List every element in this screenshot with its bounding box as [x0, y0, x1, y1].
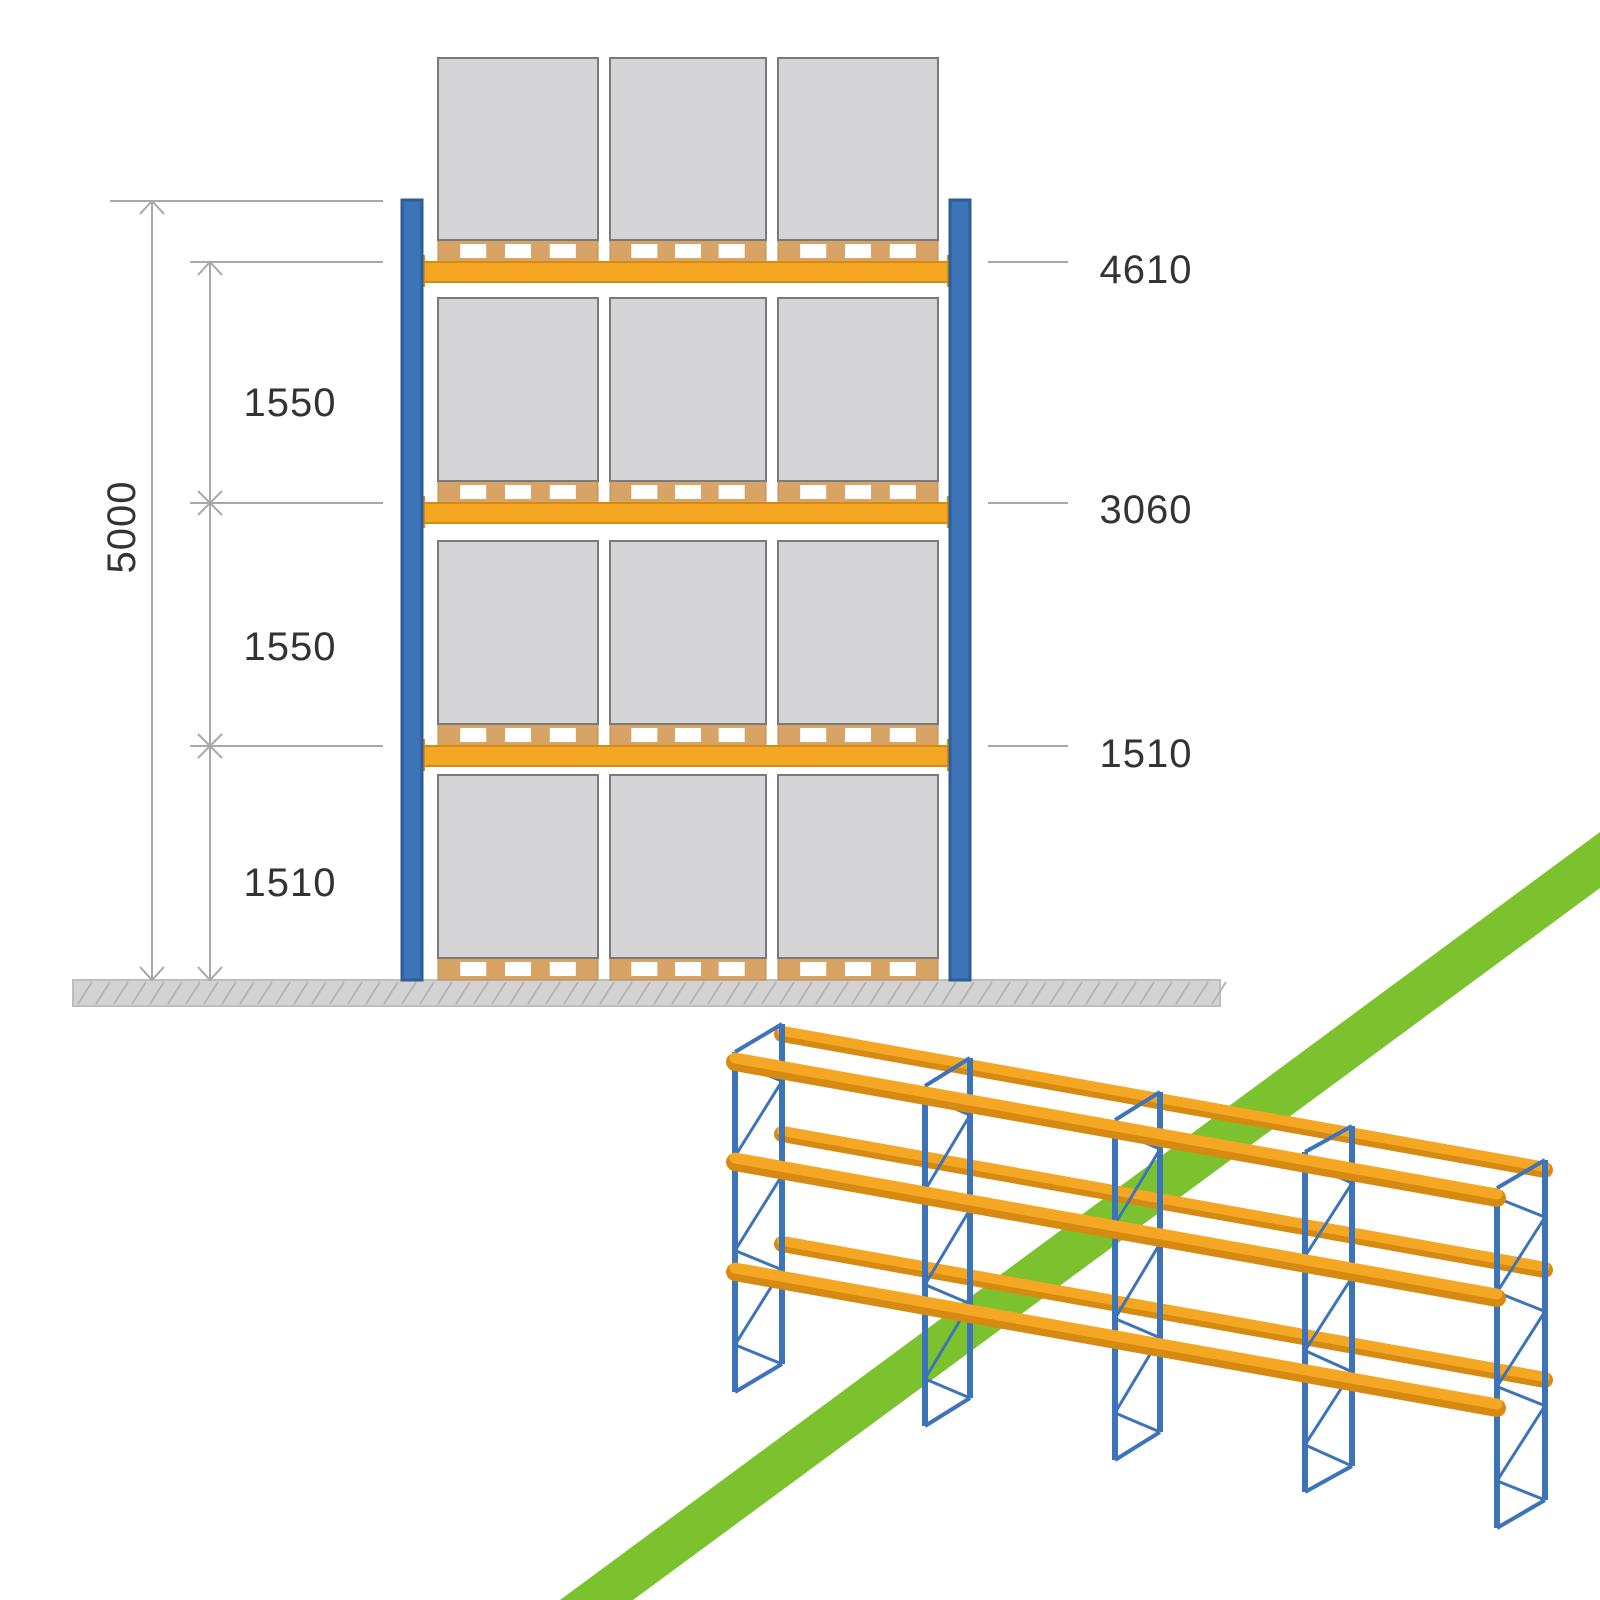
pallet-load	[777, 774, 939, 959]
beam-height-label-4610: 4610	[1100, 248, 1193, 292]
spacing-label-top: 1550	[244, 381, 337, 425]
pallet-load	[437, 774, 599, 959]
left-upright	[400, 198, 424, 982]
right-upright	[948, 198, 972, 982]
pallet-beam	[413, 745, 959, 767]
isometric-rack	[726, 1022, 1553, 1530]
pallet-load	[609, 297, 767, 482]
pallet-load	[609, 774, 767, 959]
spacing-label-bottom: 1510	[244, 861, 337, 905]
pallet-load	[437, 540, 599, 725]
pallet-load	[609, 57, 767, 241]
upright-frame	[732, 1022, 785, 1394]
back-beams	[774, 1026, 1553, 1388]
pallet-load	[437, 57, 599, 241]
pallet-load	[437, 297, 599, 482]
beam-height-label-1510: 1510	[1100, 732, 1193, 776]
dimension-lines	[110, 199, 1068, 982]
upright-frames	[732, 1022, 1548, 1530]
pallet-load	[777, 297, 939, 482]
pallet-beam	[413, 261, 959, 283]
upright-frame	[1494, 1158, 1548, 1530]
pallet-load	[777, 57, 939, 241]
upright-frame	[1302, 1124, 1355, 1494]
elevation-view: 5000 1550 1550 1510 4610 3060 1510	[72, 57, 1227, 1007]
pallet-beam	[413, 502, 959, 524]
total-height-label: 5000	[100, 481, 144, 574]
pallet-loads	[437, 57, 939, 981]
floor	[72, 979, 1227, 1007]
upright-frame	[1112, 1090, 1163, 1462]
spacing-label-middle: 1550	[244, 625, 337, 669]
pallet-load	[777, 540, 939, 725]
beam-height-label-3060: 3060	[1100, 488, 1193, 532]
pallet-load	[609, 540, 767, 725]
front-beams	[726, 1052, 1506, 1417]
